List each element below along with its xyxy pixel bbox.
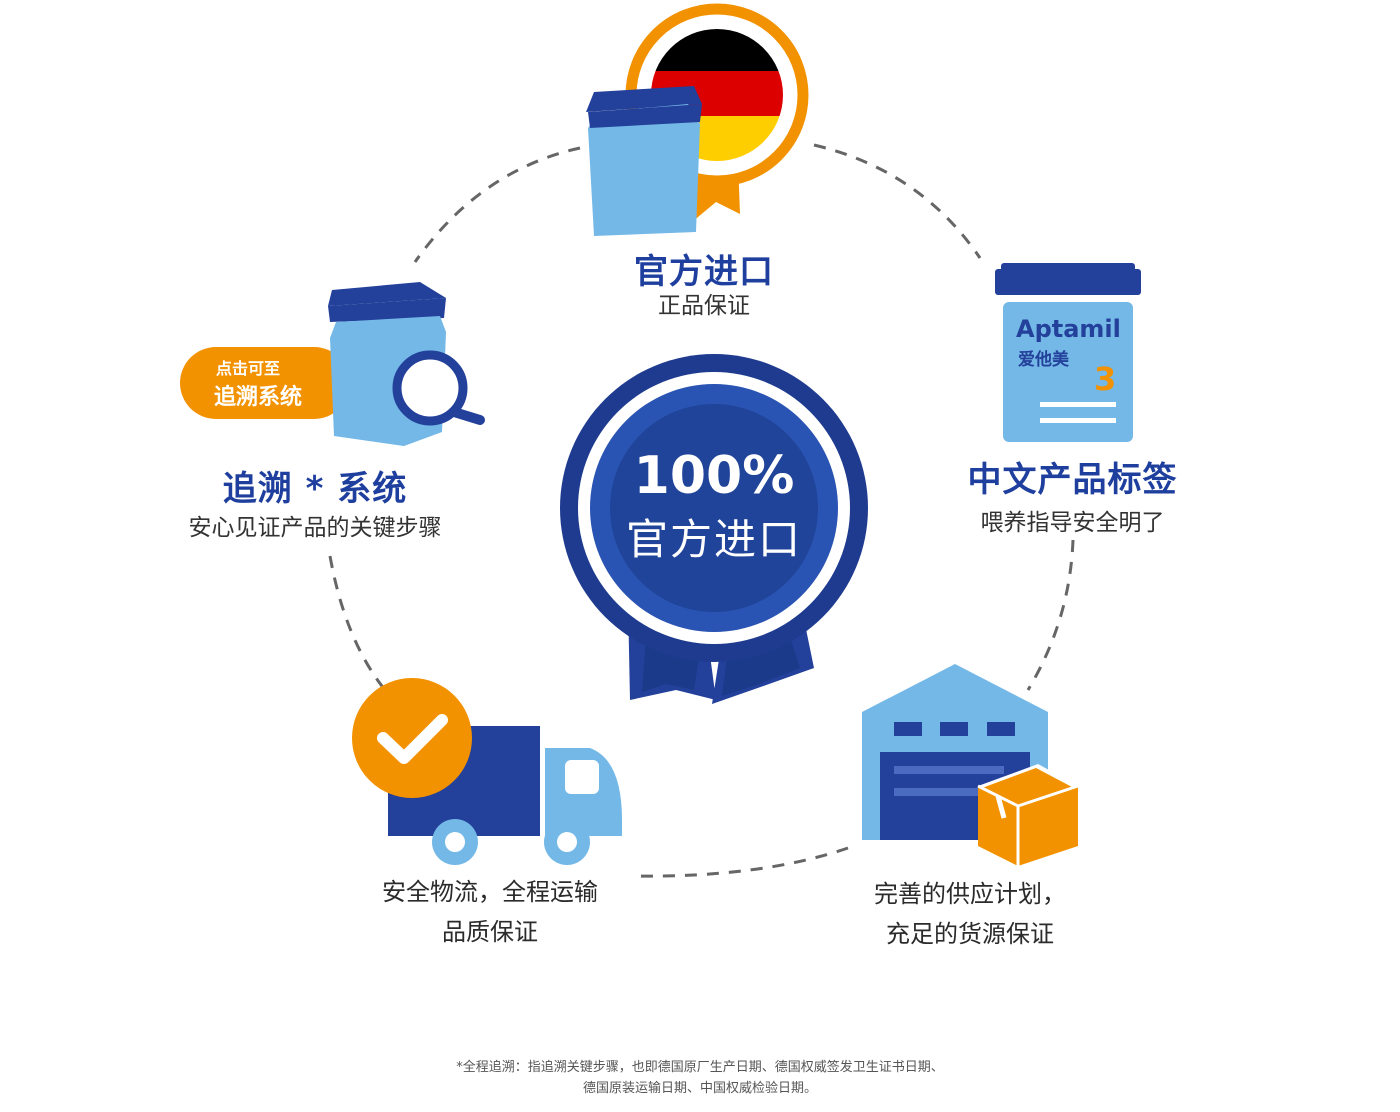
delivery-truck-check-icon [352,678,622,865]
footnote-line2: 德国原装运输日期、中国权威检验日期。 [582,1081,817,1096]
dashed-connector-ring [328,143,1075,878]
trace-button-line1: 点击可至 [216,359,281,378]
milk-can-label-icon [995,263,1141,442]
warehouse-box-icon [862,664,1079,866]
footnote-line1: *全程追溯：指追溯关键步骤，也即德国原厂生产日期、德国权威签发卫生证书日期、 [456,1060,944,1075]
trace-system-subtitle: 安心见证产品的关键步骤 [188,515,442,541]
chinese-label-subtitle: 喂养指导安全明了 [980,510,1165,536]
magnifier-can-icon [180,282,485,446]
badge-percent: 100% [633,446,795,506]
official-import-subtitle: 正品保证 [658,293,750,319]
official-import-badge-icon [560,354,868,704]
trace-system-title: 追溯 * 系统 [222,469,408,509]
chinese-label-title: 中文产品标签 [967,460,1178,500]
official-import-title: 官方进口 [634,252,774,292]
brand-name: Aptamil [1016,315,1121,343]
badge-label: 官方进口 [625,515,802,564]
supply-line1: 完善的供应计划， [874,880,1066,908]
brand-name-cn: 爱他美 [1018,350,1069,370]
trace-system-link-button[interactable]: 点击可至 追溯系统 [180,347,350,419]
stage-number: 3 [1094,360,1117,398]
logistics-line2: 品质保证 [442,918,538,946]
milk-can-icon [586,86,702,236]
trace-button-line2: 追溯系统 [214,385,303,410]
logistics-line1: 安全物流，全程运输 [382,878,598,906]
supply-line2: 充足的货源保证 [886,920,1054,948]
